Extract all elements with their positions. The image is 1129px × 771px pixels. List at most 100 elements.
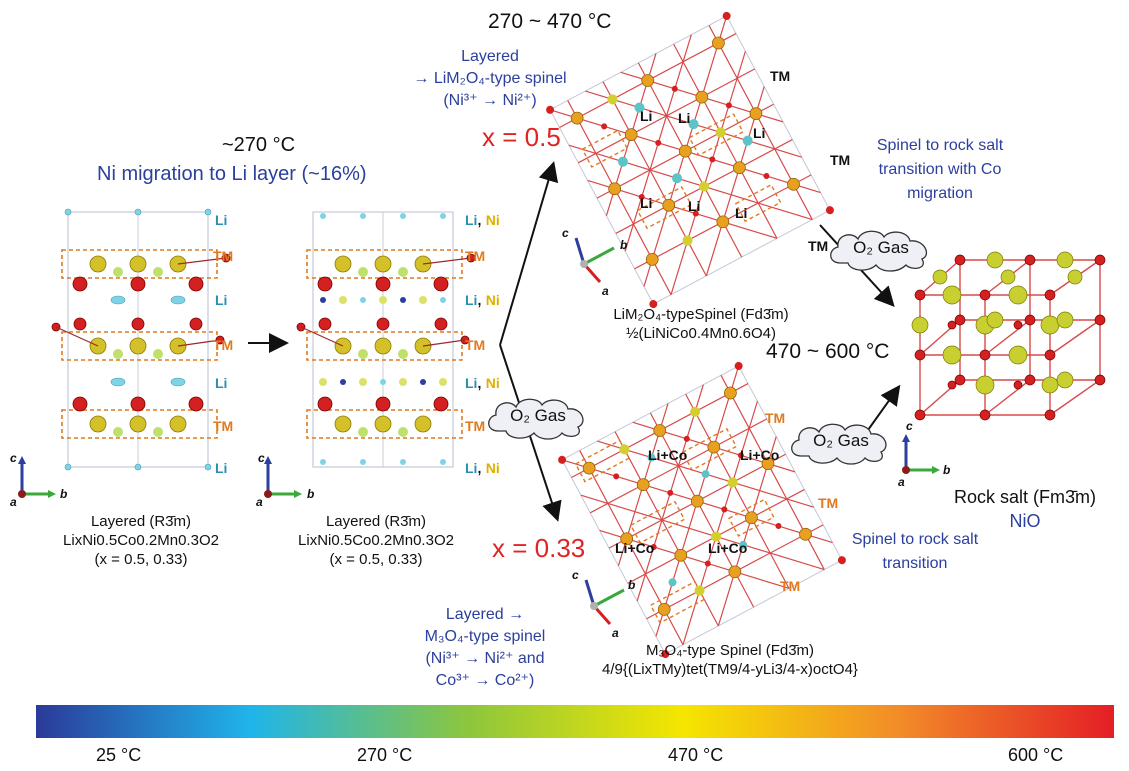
axis3-a: a xyxy=(602,284,609,298)
spinel-bottom-caption-line2: 4/9{(LixTMy)tet(TM9/4-yLi3/4-x)octO4} xyxy=(602,661,858,678)
axis-triad-5 xyxy=(902,434,940,474)
layer2-tm-1: TM xyxy=(465,248,486,264)
o2-gas-label-bottom: O₂ Gas xyxy=(813,431,869,450)
cloud-icon xyxy=(830,230,927,272)
bottom-path-line4: Co³⁺ → Co²⁺) xyxy=(435,672,535,689)
colorbar-tick-270: 270 °C xyxy=(357,745,413,765)
layered-2-caption-line3: (x = 0.5, 0.33) xyxy=(329,551,423,568)
axis1-c: c xyxy=(10,451,17,465)
rocksalt-caption-line1: Rock salt (Fm3̄m) xyxy=(953,487,1096,507)
spinel-bottom-lico-3: Li+Co xyxy=(615,540,655,556)
colorbar-tick-600: 600 °C xyxy=(1008,745,1064,765)
layer1-li-4: Li xyxy=(215,460,228,476)
spinel-bottom-tm-2: TM xyxy=(818,495,839,511)
layer1-li-1: Li xyxy=(215,212,228,228)
bottom-path-description: Layered → M₃O₄-type spinel (Ni³⁺ → Ni²⁺ … xyxy=(385,604,585,692)
comma-text: , xyxy=(477,292,482,308)
layer1-tm-1: TM xyxy=(213,248,234,264)
o2-gas-label-center: O₂ Gas xyxy=(510,406,566,425)
axis-triad-3 xyxy=(574,237,615,283)
axis2-b: b xyxy=(307,487,315,501)
spinel-bottom-structure xyxy=(558,361,846,659)
layered-1-caption-line2: LixNi0.5Co0.2Mn0.3O2 xyxy=(63,532,219,549)
axis5-c: c xyxy=(906,419,913,433)
rocksalt-caption: Rock salt (Fm3̄m) NiO xyxy=(935,485,1115,533)
layered-2-caption: Layered (R3̄m) LixNi0.5Co0.2Mn0.3O2 (x =… xyxy=(281,512,471,569)
layered-1-caption-line1: Layered (R3̄m) xyxy=(90,513,192,530)
comma-text: , xyxy=(477,212,482,228)
axis5-b: b xyxy=(943,463,951,477)
spinel-top-li-5: Li xyxy=(688,198,701,214)
rocksalt-caption-line2: NiO xyxy=(1009,511,1041,531)
li-text: Li xyxy=(465,292,478,308)
layered-1-caption-line3: (x = 0.5, 0.33) xyxy=(94,551,188,568)
spinel-to-rocksalt-text: Spinel to rock salt transition xyxy=(820,528,1010,576)
layered-2-caption-line1: Layered (R3̄m) xyxy=(325,513,427,530)
bottom-path-line1: Layered → xyxy=(445,606,525,623)
spinel-bottom-tm-3: TM xyxy=(780,578,801,594)
temp-270-label: ~270 °C xyxy=(222,134,296,156)
spinel-top-li-1: Li xyxy=(640,108,653,124)
spinel-bottom-caption-line1: M₃O₄-type Spinel (Fd3̄m) xyxy=(645,642,815,659)
x-0.5-label: x = 0.5 xyxy=(482,122,561,152)
cloud-icon xyxy=(488,398,584,440)
spinel-top-caption-line1: LiM₂O₄-typeSpinel (Fd3̄m) xyxy=(613,306,789,323)
spinel-bottom-lico-2: Li+Co xyxy=(740,447,780,463)
layer1-li-3: Li xyxy=(215,375,228,391)
co-transition-line2: transition with Co xyxy=(878,161,1002,178)
comma-text: , xyxy=(477,460,482,476)
colorbar-tick-25: 25 °C xyxy=(96,745,142,765)
temp-270-470-label: 270 ~ 470 °C xyxy=(488,10,612,33)
top-path-line2: → LiM₂O₄-type spinel xyxy=(413,70,567,87)
spinel-top-caption-line2: ½(LiNiCo0.4Mn0.6O4) xyxy=(625,325,777,342)
layer2-tm-2: TM xyxy=(465,337,486,353)
spinel-top-tm-3: TM xyxy=(808,238,829,254)
axis2-a: a xyxy=(256,495,263,509)
comma-text: , xyxy=(477,375,482,391)
spinel-top-li-4: Li xyxy=(640,195,653,211)
colorbar-tick-470: 470 °C xyxy=(668,745,724,765)
axis1-b: b xyxy=(60,487,68,501)
layer1-tm-2: TM xyxy=(213,337,234,353)
bottom-path-line3: (Ni³⁺ → Ni²⁺ and xyxy=(425,650,545,667)
spinel-bottom-lico-1: Li+Co xyxy=(648,447,688,463)
axis3-b: b xyxy=(620,238,628,252)
rocksalt-structure xyxy=(911,251,1106,421)
co-transition-line1: Spinel to rock salt xyxy=(876,137,1004,154)
spinel-top-caption: LiM₂O₄-typeSpinel (Fd3̄m) ½(LiNiCo0.4Mn0… xyxy=(596,305,806,343)
top-path-line3: (Ni³⁺ → Ni²⁺) xyxy=(443,92,537,109)
axis-triad-2 xyxy=(264,456,302,498)
x-0.33-label: x = 0.33 xyxy=(492,533,586,563)
axis1-a: a xyxy=(10,495,17,509)
layered-structure-2 xyxy=(296,211,476,468)
spinel-top-tm-2: TM xyxy=(830,152,851,168)
layer2-tm-3: TM xyxy=(465,418,486,434)
spinel-bottom-tm-1: TM xyxy=(765,410,786,426)
axis4-b: b xyxy=(628,578,636,592)
temp-470-600-label: 470 ~ 600 °C xyxy=(766,340,890,363)
axis5-a: a xyxy=(898,475,905,489)
li-text: Li xyxy=(465,212,478,228)
layer1-tm-3: TM xyxy=(213,418,234,434)
ni-text: Ni xyxy=(485,292,500,308)
arrow-to-top-spinel xyxy=(499,161,559,346)
spinel-top-tm-1: TM xyxy=(770,68,791,84)
layered-2-caption-line2: LixNi0.5Co0.2Mn0.3O2 xyxy=(298,532,454,549)
bottom-path-line2: M₃O₄-type spinel xyxy=(424,628,546,645)
co-transition-line3: migration xyxy=(907,185,973,202)
layer1-li-2: Li xyxy=(215,292,228,308)
o2-gas-cloud-top: O₂ Gas xyxy=(826,225,936,273)
top-path-description: Layered → LiM₂O₄-type spinel (Ni³⁺ → Ni²… xyxy=(395,46,585,112)
plain-transition-line1: Spinel to rock salt xyxy=(851,531,979,548)
layer2-li-ni-4: Li, Ni xyxy=(465,460,500,478)
axis4-c: c xyxy=(572,568,579,582)
temperature-colorbar xyxy=(36,705,1114,738)
ni-text: Ni xyxy=(485,212,500,228)
axis-triad-1 xyxy=(18,456,56,498)
o2-gas-cloud-center: O₂ Gas xyxy=(484,393,592,441)
o2-gas-cloud-bottom: O₂ Gas xyxy=(787,418,895,466)
layer2-li-ni-2: Li, Ni xyxy=(465,292,500,310)
ni-text: Ni xyxy=(485,375,500,391)
ni-migration-label: Ni migration to Li layer (~16%) xyxy=(97,163,367,185)
o2-gas-label-top: O₂ Gas xyxy=(853,238,909,257)
